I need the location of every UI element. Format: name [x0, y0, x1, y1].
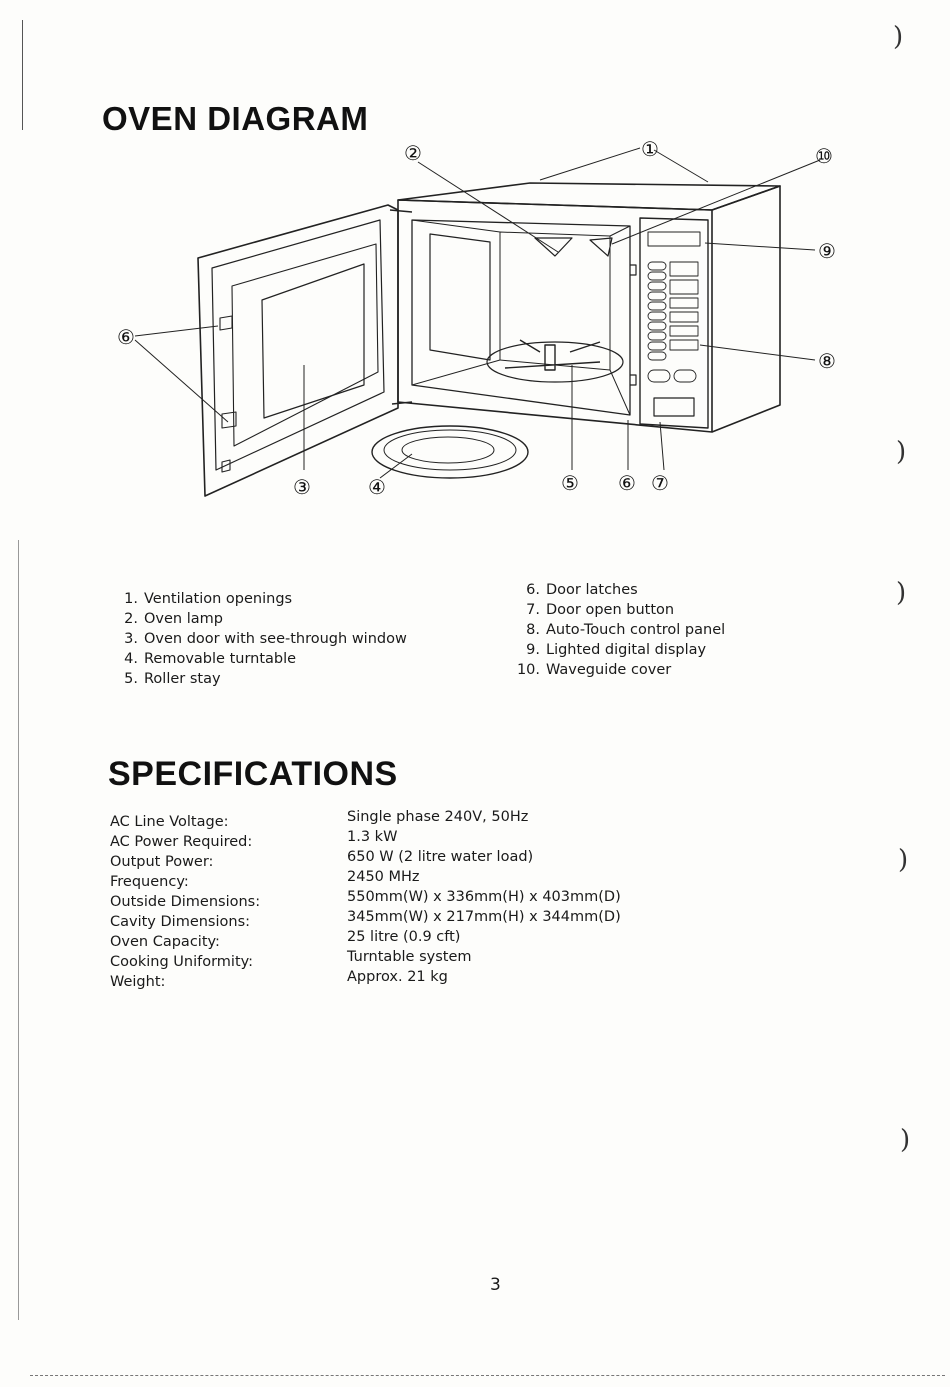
callout-7: ⑦ — [651, 471, 669, 495]
oven-diagram-heading: OVEN DIAGRAM — [102, 100, 369, 137]
legend-item: 8. Auto-Touch control panel — [510, 620, 725, 640]
spec-label: Frequency: — [110, 874, 189, 890]
door-open-button-shape — [653, 397, 695, 417]
oven-diagram: ① ② ③ ④ ⑤ ⑥ ⑥ ⑦ ⑧ ⑨ ⑩ — [117, 137, 836, 499]
legend-number: 5. — [124, 671, 138, 687]
legend-left-column: 1. Ventilation openings 2. Oven lamp 3. Ove… — [112, 589, 407, 689]
legend-text: Oven door with see-through window — [144, 631, 407, 647]
spec-label: Cavity Dimensions: — [110, 914, 251, 930]
punch-hole-mark: ) — [896, 437, 907, 467]
legend-item: 4. Removable turntable — [112, 649, 407, 669]
legend-item: 3. Oven door with see-through window — [112, 629, 407, 649]
legend-number: 6. — [526, 582, 540, 598]
legend-text: Ventilation openings — [144, 591, 293, 607]
callout-8: ⑧ — [818, 349, 836, 373]
legend-item: 7. Door open button — [510, 600, 725, 620]
spec-value: 550mm(W) x 336mm(H) x 403mm(D) — [347, 889, 621, 905]
spec-label: AC Power Required: — [110, 834, 253, 850]
cabinet-front — [397, 199, 713, 433]
spec-label: Oven Capacity: — [110, 934, 220, 950]
oven-lamp-shape — [534, 237, 573, 257]
callout-4: ④ — [368, 475, 386, 499]
legend-item: 5. Roller stay — [112, 669, 407, 689]
legend-number: 10. — [516, 662, 540, 678]
legend-item: 6. Door latches — [510, 580, 725, 600]
spec-value: Single phase 240V, 50Hz — [347, 809, 529, 825]
legend-text: Waveguide cover — [546, 662, 672, 678]
legend-item: 9. Lighted digital display — [510, 640, 725, 660]
spec-label: Outside Dimensions: — [110, 894, 261, 910]
spec-value: Approx. 21 kg — [347, 969, 448, 985]
spec-label: Cooking Uniformity: — [110, 954, 254, 970]
legend-number: 7. — [526, 602, 540, 618]
page-number: 3 — [490, 1275, 501, 1295]
punch-hole-mark: ) — [898, 845, 909, 875]
legend-number: 3. — [124, 631, 138, 647]
spec-value: 2450 MHz — [347, 869, 420, 885]
legend-text: Removable turntable — [144, 651, 297, 667]
specifications-heading: SPECIFICATIONS — [108, 755, 398, 793]
callout-5: ⑤ — [561, 471, 579, 495]
legend-number: 8. — [526, 622, 540, 638]
legend-item: 10. Waveguide cover — [510, 660, 725, 680]
cabinet-side — [711, 185, 781, 433]
oven-door — [197, 204, 399, 497]
legend-item: 2. Oven lamp — [112, 609, 407, 629]
spec-value: Turntable system — [347, 949, 472, 965]
legend-text: Oven lamp — [144, 611, 223, 627]
legend-text: Lighted digital display — [546, 642, 707, 658]
cavity-outline — [411, 219, 631, 416]
spec-value: 650 W (2 litre water load) — [347, 849, 534, 865]
legend-text: Roller stay — [144, 671, 221, 687]
punch-hole-mark: ) — [896, 578, 907, 608]
legend-right-column: 6. Door latches 7. Door open button 8. Auto… — [510, 580, 725, 680]
legend-item: 1. Ventilation openings — [112, 589, 407, 609]
callout-3: ③ — [293, 475, 311, 499]
control-panel-shape — [639, 217, 709, 429]
binder-margin-line — [22, 20, 23, 130]
spec-label: AC Line Voltage: — [110, 814, 229, 830]
callout-6: ⑥ — [117, 325, 135, 349]
spec-value: 1.3 kW — [347, 829, 398, 845]
callout-1: ① — [641, 137, 659, 161]
callout-2: ② — [404, 141, 422, 165]
spec-labels-column: AC Line Voltage: AC Power Required: Outp… — [110, 812, 260, 992]
legend-number: 9. — [526, 642, 540, 658]
callout-10: ⑩ — [815, 144, 833, 168]
legend-number: 4. — [124, 651, 138, 667]
door-window — [261, 263, 365, 419]
binder-margin-line — [18, 540, 19, 1320]
spec-value: 25 litre (0.9 cft) — [347, 929, 461, 945]
legend-text: Door latches — [546, 582, 638, 598]
spec-label: Output Power: — [110, 854, 214, 870]
page-bottom-edge — [30, 1375, 945, 1376]
callout-6-bottom: ⑥ — [618, 471, 636, 495]
turntable-shape — [371, 425, 529, 479]
spec-value: 345mm(W) x 217mm(H) x 344mm(D) — [347, 909, 621, 925]
legend-text: Door open button — [546, 602, 675, 618]
punch-hole-mark: ) — [900, 1125, 911, 1155]
waveguide-cover-shape — [589, 237, 613, 257]
callout-9: ⑨ — [818, 239, 836, 263]
legend-text: Auto-Touch control panel — [546, 622, 726, 638]
legend-number: 2. — [124, 611, 138, 627]
spec-values-column: Single phase 240V, 50Hz 1.3 kW 650 W (2 … — [347, 807, 621, 987]
legend-number: 1. — [124, 591, 138, 607]
punch-hole-mark: ) — [893, 22, 904, 52]
spec-label: Weight: — [110, 974, 166, 990]
